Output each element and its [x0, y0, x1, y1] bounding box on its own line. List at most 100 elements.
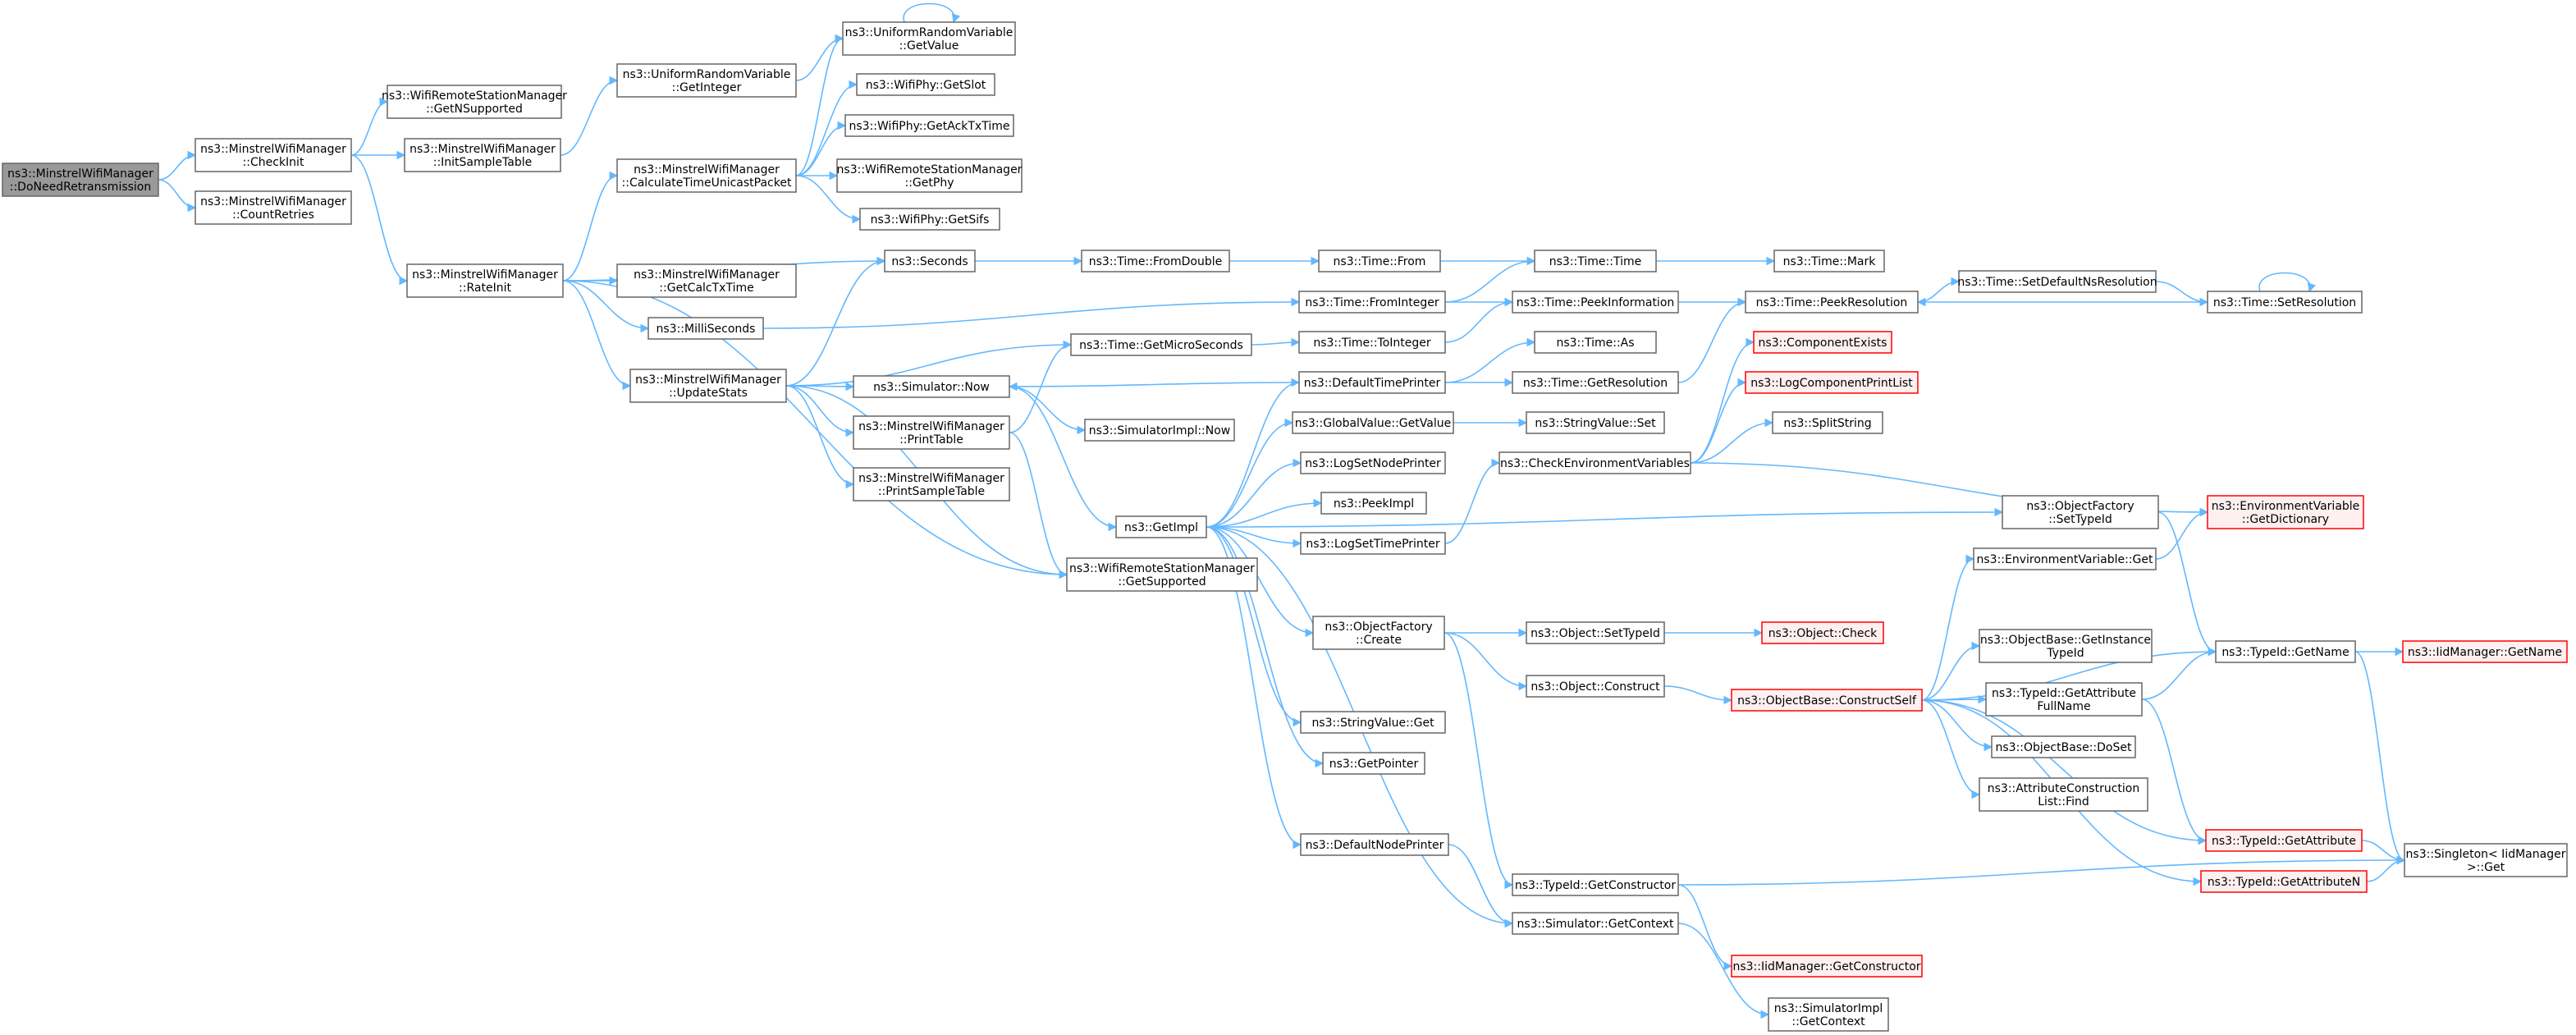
node-box	[387, 85, 562, 119]
node-n49[interactable]: ns3::ObjectFactory::Create	[1312, 616, 1445, 650]
node-n24[interactable]: ns3::Time::SetDefaultNsResolution	[1957, 270, 2157, 293]
node-label: ::CalculateTimeUnicastPacket	[622, 176, 792, 190]
node-box	[1292, 411, 1454, 434]
node-n51[interactable]: ns3::Object::Check	[1761, 621, 1884, 644]
node-n62[interactable]: ns3::DefaultNodePrinter	[1300, 833, 1449, 856]
node-n38[interactable]: ns3::SplitString	[1772, 411, 1883, 434]
node-n58[interactable]: ns3::StringValue::Get	[1300, 711, 1446, 734]
node-n16[interactable]: ns3::Seconds	[884, 250, 976, 272]
edge-n8-n12	[795, 175, 861, 220]
node-n43[interactable]: ns3::ObjectFactory::SetTypeId	[2002, 495, 2159, 529]
node-n14[interactable]: ns3::MilliSeconds	[647, 317, 764, 340]
edge-n7-n7-arrowhead	[951, 13, 961, 24]
node-label: ::SetTypeId	[2048, 513, 2112, 526]
node-n45[interactable]: ns3::GetImpl	[1115, 515, 1207, 538]
edge-n56-n57-arrowhead	[1978, 694, 1988, 704]
node-label: ns3::Time::Time	[1549, 255, 1641, 268]
node-n30[interactable]: ns3::DefaultTimePrinter	[1298, 371, 1446, 394]
node-n17[interactable]: ns3::Time::FromDouble	[1081, 250, 1230, 272]
node-n15[interactable]: ns3::MinstrelWifiManager::UpdateStats	[629, 369, 787, 403]
node-n54[interactable]: ns3::IidManager::GetName	[2402, 640, 2568, 663]
node-n44[interactable]: ns3::EnvironmentVariable::GetDictionary	[2207, 495, 2364, 529]
node-n39[interactable]: ns3::MinstrelWifiManager::PrintSampleTab…	[853, 467, 1010, 501]
node-n69[interactable]: ns3::SimulatorImpl::GetContext	[1768, 997, 1889, 1032]
node-n4[interactable]: ns3::MinstrelWifiManager::InitSampleTabl…	[404, 138, 561, 172]
node-n34[interactable]: ns3::SimulatorImpl::Now	[1084, 419, 1235, 442]
node-n27[interactable]: ns3::Time::ToInteger	[1298, 331, 1446, 354]
edge-n45-n58-arrowhead	[1293, 717, 1302, 727]
node-n66[interactable]: ns3::TypeId::GetAttributeN	[2200, 870, 2368, 893]
node-n60[interactable]: ns3::GetPointer	[1322, 752, 1425, 775]
node-n20[interactable]: ns3::Time::Mark	[1773, 250, 1885, 272]
node-n35[interactable]: ns3::MinstrelWifiManager::PrintTable	[853, 415, 1010, 450]
node-box	[1761, 621, 1884, 644]
node-n0[interactable]: ns3::MinstrelWifiManager::DoNeedRetransm…	[2, 163, 159, 197]
node-label: FullName	[2037, 700, 2090, 713]
node-n37[interactable]: ns3::StringValue::Set	[1526, 411, 1665, 434]
node-n48[interactable]: ns3::EnvironmentVariable::Get	[1973, 547, 2157, 570]
node-box	[194, 138, 352, 172]
node-n65[interactable]: ns3::TypeId::GetConstructor	[1512, 873, 1679, 896]
node-n22[interactable]: ns3::Time::PeekInformation	[1512, 291, 1679, 314]
node-n47[interactable]: ns3::WifiRemoteStationManager::GetSuppor…	[1066, 557, 1258, 592]
node-n31[interactable]: ns3::Time::GetResolution	[1512, 371, 1679, 394]
node-n68[interactable]: ns3::IidManager::GetConstructor	[1731, 955, 1923, 978]
node-n8[interactable]: ns3::MinstrelWifiManager::CalculateTimeU…	[616, 158, 797, 193]
node-n25[interactable]: ns3::Time::SetResolution	[2207, 291, 2363, 314]
edge-n5-n14-arrowhead	[640, 323, 650, 333]
node-label: ::GetCalcTxTime	[659, 282, 753, 295]
node-n2[interactable]: ns3::MinstrelWifiManager::CountRetries	[194, 190, 352, 225]
node-n56[interactable]: ns3::ObjectBase::ConstructSelf	[1731, 689, 1923, 712]
node-n26[interactable]: ns3::Time::GetMicroSeconds	[1070, 333, 1252, 356]
node-label: ns3::Time::FromDouble	[1089, 255, 1223, 268]
node-n33[interactable]: ns3::LogComponentPrintList	[1745, 371, 1919, 394]
node-n19[interactable]: ns3::Time::Time	[1534, 250, 1657, 272]
edge-n56-n53	[1921, 651, 2217, 701]
node-n29[interactable]: ns3::Simulator::Now	[853, 375, 1010, 398]
node-n63[interactable]: ns3::TypeId::GetAttribute	[2205, 829, 2363, 852]
node-n67[interactable]: ns3::Simulator::GetContext	[1512, 912, 1679, 935]
node-n59[interactable]: ns3::ObjectBase::DoSet	[1991, 735, 2136, 758]
node-label: ns3::ObjectBase::GetInstance	[1980, 634, 2151, 647]
node-n6[interactable]: ns3::UniformRandomVariable::GetInteger	[616, 63, 797, 98]
node-n46[interactable]: ns3::LogSetTimePrinter	[1300, 532, 1446, 555]
edge-n45-n30	[1206, 382, 1300, 528]
edge-n57-n53	[2141, 651, 2217, 700]
node-n12[interactable]: ns3::WifiPhy::GetSifs	[859, 208, 1000, 231]
node-n7[interactable]: ns3::UniformRandomVariable::GetValue	[842, 21, 1016, 56]
edge-n45-n60-arrowhead	[1315, 758, 1325, 768]
node-label: ns3::MinstrelWifiManager	[634, 163, 780, 176]
node-box	[1526, 621, 1665, 644]
node-n1[interactable]: ns3::MinstrelWifiManager::CheckInit	[194, 138, 352, 172]
node-n21[interactable]: ns3::Time::FromInteger	[1298, 291, 1446, 314]
node-n50[interactable]: ns3::Object::SetTypeId	[1526, 621, 1665, 644]
node-n13[interactable]: ns3::MinstrelWifiManager::GetCalcTxTime	[616, 263, 797, 298]
edge-n8-n7-arrowhead	[835, 34, 844, 44]
node-n55[interactable]: ns3::Object::Construct	[1526, 675, 1665, 698]
edge-n1-n3	[350, 101, 388, 156]
node-n36[interactable]: ns3::GlobalValue::GetValue	[1292, 411, 1454, 434]
node-n10[interactable]: ns3::WifiPhy::GetAckTxTime	[844, 114, 1014, 137]
node-n64[interactable]: ns3::Singleton< IidManager>::Get	[2404, 843, 2568, 877]
node-box	[1958, 270, 2157, 293]
node-n11[interactable]: ns3::WifiRemoteStationManager::GetPhy	[836, 158, 1023, 193]
node-n23[interactable]: ns3::Time::PeekResolution	[1745, 291, 1919, 314]
node-n3[interactable]: ns3::WifiRemoteStationManager::GetNSuppo…	[382, 85, 567, 119]
node-n42[interactable]: ns3::PeekImpl	[1320, 492, 1427, 515]
node-n53[interactable]: ns3::TypeId::GetName	[2215, 640, 2356, 663]
edge-n16-n17-arrowhead	[1073, 256, 1083, 266]
edge-n30-n28	[1444, 341, 1535, 383]
node-n32[interactable]: ns3::ComponentExists	[1753, 331, 1892, 354]
node-label: ns3::MinstrelWifiManager	[858, 420, 1004, 433]
node-n41[interactable]: ns3::CheckEnvironmentVariables	[1498, 451, 1691, 474]
node-n40[interactable]: ns3::LogSetNodePrinter	[1300, 451, 1446, 474]
node-n28[interactable]: ns3::Time::As	[1534, 331, 1657, 354]
node-n5[interactable]: ns3::MinstrelWifiManager::RateInit	[406, 263, 564, 298]
node-n9[interactable]: ns3::WifiPhy::GetSlot	[856, 73, 995, 96]
edge-n29-n45-arrowhead	[1108, 522, 1118, 532]
edge-n29-n34-arrowhead	[1077, 425, 1087, 435]
node-n18[interactable]: ns3::Time::From	[1318, 250, 1441, 272]
